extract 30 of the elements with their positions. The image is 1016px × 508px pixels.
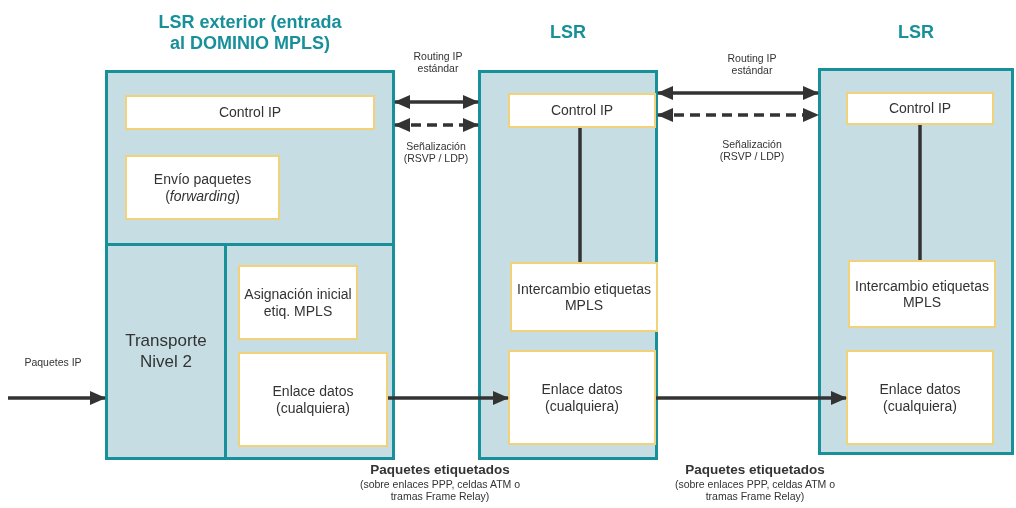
arrow — [394, 95, 479, 109]
edge-label: Paquetes IP — [23, 356, 83, 369]
lsr-exterior-heading: LSR exterior (entrada al DOMINIO MPLS) — [157, 12, 343, 54]
function-box: Asignación inicial etiq. MPLS — [238, 265, 358, 340]
edge-label: Señalización (RSVP / LDP) — [402, 140, 470, 165]
layer-label: Transporte Nivel 2 — [124, 331, 208, 372]
edge-label: Routing IP estándar — [412, 50, 464, 75]
lsr-heading: LSR — [897, 22, 935, 43]
function-box: Envío paquetes (forwarding) — [125, 155, 280, 220]
arrow — [657, 108, 819, 122]
lsr-heading: LSR — [549, 22, 587, 43]
arrow — [388, 391, 509, 405]
connector-line — [918, 125, 922, 260]
function-box: Intercambio etiquetas MPLS — [848, 260, 996, 328]
function-box: Enlace datos (cualquiera) — [846, 350, 994, 445]
function-box: Enlace datos (cualquiera) — [238, 352, 388, 447]
edge-label: Señalización (RSVP / LDP) — [718, 138, 786, 163]
edge-label: Routing IP estándar — [726, 52, 778, 77]
edge-label: Paquetes etiquetados (sobre enlaces PPP, celdas ATM o tramas Frame Relay) — [358, 462, 522, 502]
function-box: Intercambio etiquetas MPLS — [510, 262, 658, 332]
arrow — [8, 391, 106, 405]
function-box: Control IP — [125, 95, 375, 130]
function-box: Control IP — [508, 93, 656, 128]
connector-line — [578, 128, 582, 262]
function-box: Enlace datos (cualquiera) — [508, 350, 656, 445]
arrow — [657, 86, 819, 100]
arrow — [656, 391, 847, 405]
function-box: Control IP — [846, 92, 994, 125]
edge-label: Paquetes etiquetados (sobre enlaces PPP, celdas ATM o tramas Frame Relay) — [673, 462, 837, 502]
arrow — [394, 118, 479, 132]
